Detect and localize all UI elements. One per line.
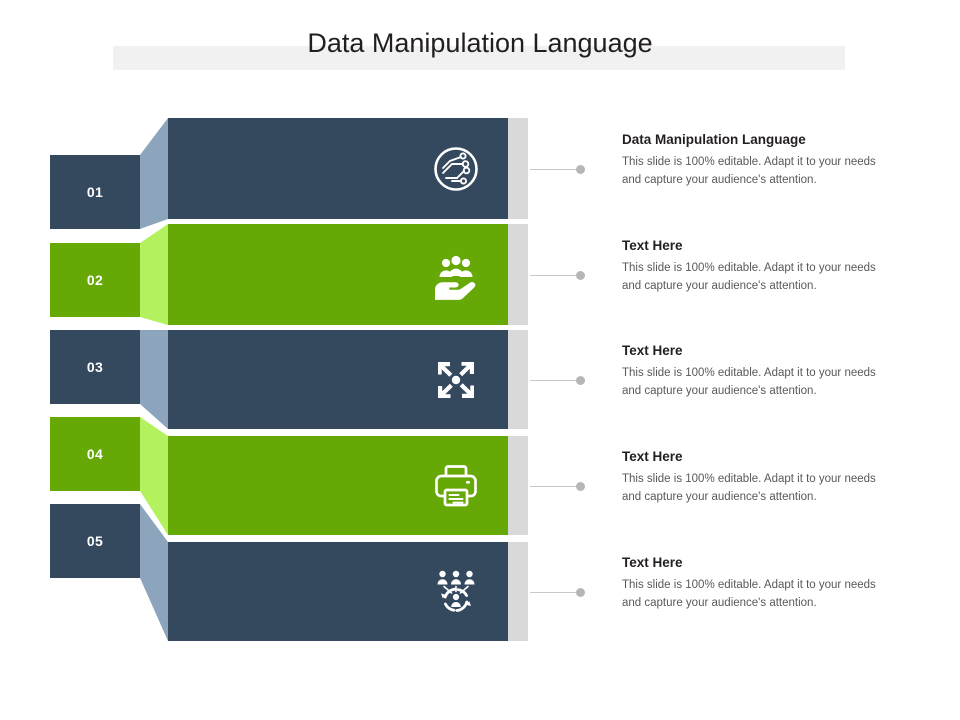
step-number-label: 05 — [86, 533, 104, 549]
step-bar[interactable] — [168, 118, 508, 219]
step-description: This slide is 100% editable. Adapt it to… — [622, 473, 876, 504]
step-number-badge[interactable]: 02 — [50, 243, 140, 317]
title-band — [113, 46, 845, 70]
step-bar[interactable] — [168, 330, 508, 429]
step-bar[interactable] — [168, 436, 508, 535]
step-description: This slide is 100% editable. Adapt it to… — [622, 367, 876, 398]
step-heading: Text Here — [622, 237, 683, 253]
step-number-badge[interactable]: 03 — [50, 330, 140, 404]
step-number-badge[interactable]: 04 — [50, 417, 140, 491]
step-connector-shape — [140, 224, 168, 325]
step-heading: Text Here — [622, 554, 683, 570]
bar-extension — [508, 330, 528, 429]
expand-arrows-icon — [430, 354, 482, 406]
step-connector-shape — [140, 330, 168, 429]
callout-dot — [576, 270, 585, 280]
bar-extension — [508, 436, 528, 535]
step-bar[interactable] — [168, 542, 508, 641]
step-number-badge[interactable]: 01 — [50, 155, 140, 229]
callout-line — [530, 379, 576, 381]
step-bar[interactable] — [168, 224, 508, 325]
step-number-label: 01 — [86, 184, 104, 200]
step-number-label: 03 — [86, 359, 104, 375]
bar-extension — [508, 224, 528, 325]
step-number-badge[interactable]: 05 — [50, 504, 140, 578]
callout-line — [530, 168, 576, 170]
callout-line — [530, 485, 576, 487]
bar-extension — [508, 542, 528, 641]
callout-dot — [576, 481, 585, 491]
step-heading: Data Manipulation Language — [622, 131, 806, 147]
callout-dot — [576, 587, 585, 597]
hand-holding-people-icon — [430, 249, 482, 301]
circuit-network-icon — [430, 143, 482, 195]
callout-line — [530, 591, 576, 593]
callout-dot — [576, 375, 585, 385]
callout-dot — [576, 164, 585, 174]
step-description: This slide is 100% editable. Adapt it to… — [622, 579, 876, 610]
step-description: This slide is 100% editable. Adapt it to… — [622, 156, 876, 187]
printer-icon — [430, 460, 482, 512]
step-number-label: 02 — [86, 272, 104, 288]
step-description: This slide is 100% editable. Adapt it to… — [622, 262, 876, 293]
page-title: Data Manipulation Language — [307, 28, 653, 58]
team-management-icon — [430, 566, 482, 618]
callout-line — [530, 274, 576, 276]
step-connector-shape — [140, 118, 168, 229]
step-heading: Text Here — [622, 342, 683, 358]
bar-extension — [508, 118, 528, 219]
step-number-label: 04 — [86, 446, 104, 462]
step-heading: Text Here — [622, 448, 683, 464]
